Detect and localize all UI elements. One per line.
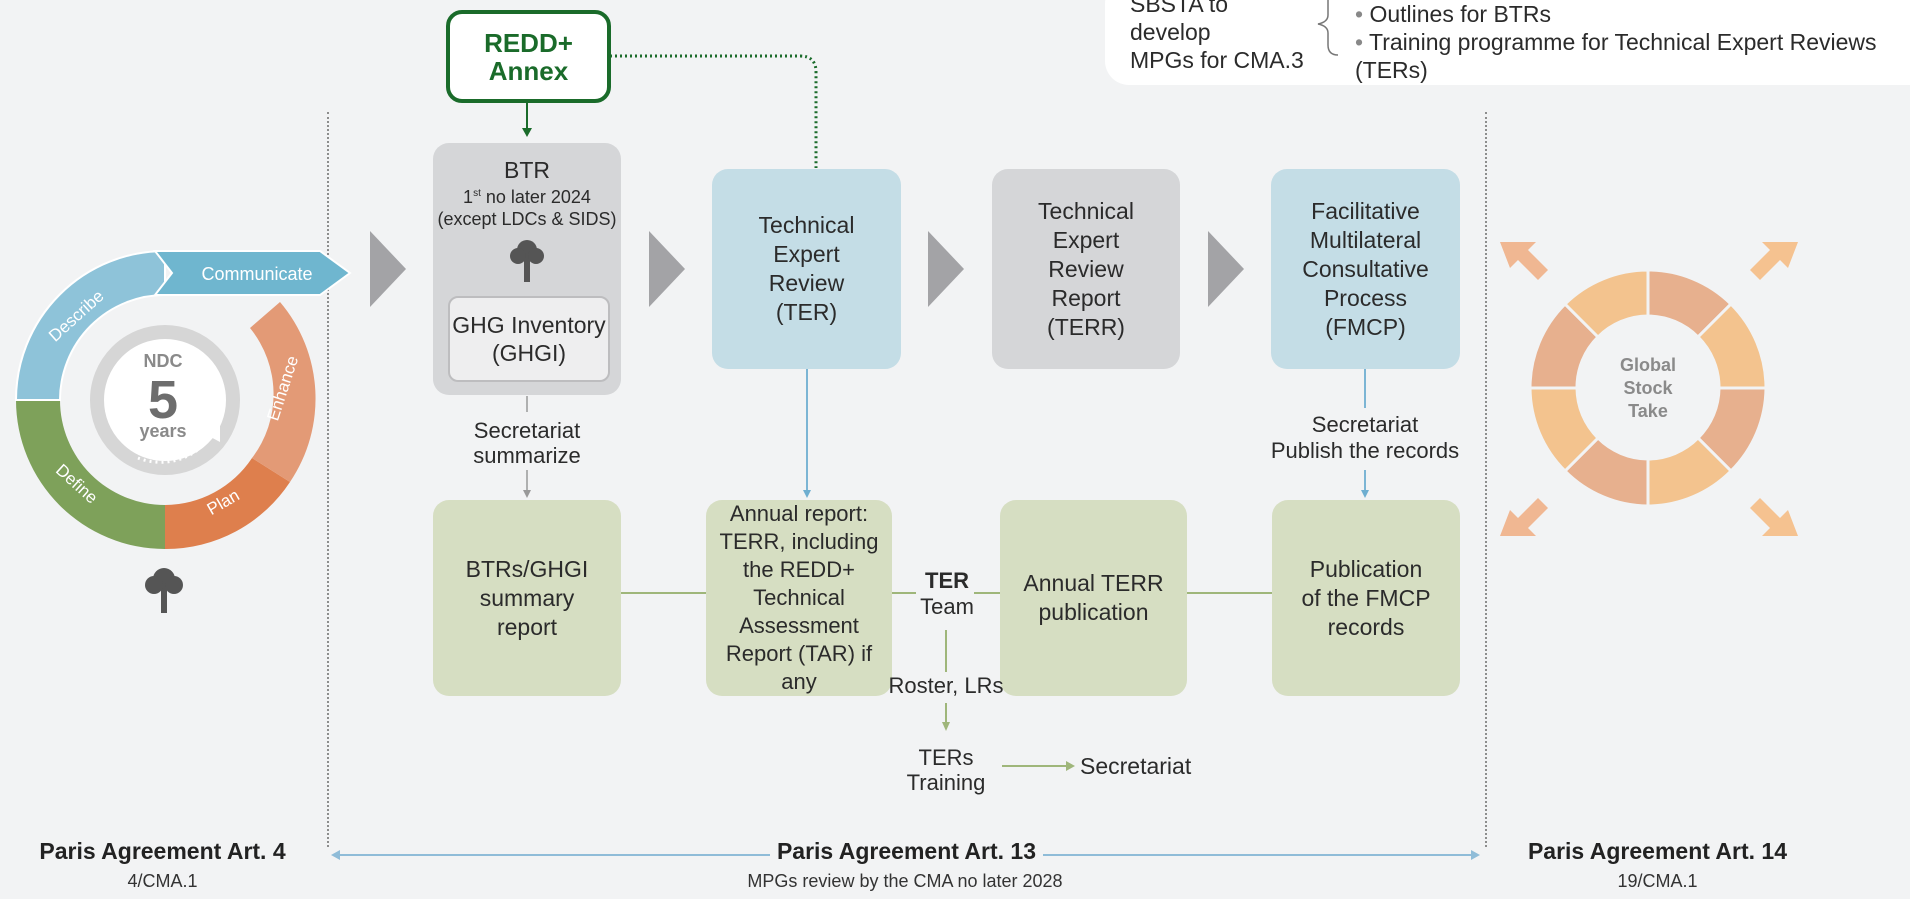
ghgi-line2: (GHGI) xyxy=(491,340,567,366)
redd-annex-line1: REDD+ xyxy=(484,27,573,58)
annual-report-line1: Annual report: xyxy=(729,501,869,526)
publication-fmcp-line2: of the FMCP xyxy=(1301,584,1431,611)
terr-box: Technical Expert Review Report (TERR) xyxy=(992,169,1180,369)
gst-line3: Take xyxy=(1628,401,1668,421)
ghgi-line1: GHG Inventory xyxy=(452,312,606,338)
process-arrow-3 xyxy=(928,231,964,307)
annual-terr-box: Annual TERR publication xyxy=(1000,500,1187,696)
annual-report-box: Annual report: TERR, including the REDD+… xyxy=(706,500,892,696)
art4-sub: 4/CMA.1 xyxy=(127,871,198,891)
fmcp-line2: Multilateral xyxy=(1309,226,1422,253)
terr-line4: Report xyxy=(1051,284,1121,311)
ters-training-label: TERs Training xyxy=(893,745,999,795)
secretariat-publish-label: Secretariat Publish the records xyxy=(1255,412,1475,464)
process-arrow-4 xyxy=(1208,231,1244,307)
btrs-summary-box: BTRs/GHGI summary report xyxy=(433,500,621,696)
arrow-bottom-right xyxy=(1750,498,1798,536)
separator-left xyxy=(327,112,329,847)
process-arrow-2 xyxy=(649,231,685,307)
ter-box: Technical Expert Review (TER) xyxy=(712,169,901,369)
puzzle-ring xyxy=(1528,268,1768,508)
ndc-unit: years xyxy=(139,421,186,441)
secretariat-publish-line1: Secretariat xyxy=(1311,412,1419,437)
annual-report-line6: Report (TAR) if any xyxy=(725,641,873,694)
art4-title: Paris Agreement Art. 4 xyxy=(39,838,286,864)
annual-report-line5: Assessment xyxy=(739,613,859,638)
ters-training-line1: TERs xyxy=(918,745,974,770)
annual-terr-line2: publication xyxy=(1038,599,1149,625)
art13-sub: MPGs review by the CMA no later 2028 xyxy=(747,871,1063,891)
bullet-training: • Training programme for Technical Exper… xyxy=(1355,29,1877,83)
btrs-summary-line1: BTRs/GHGI xyxy=(465,555,589,582)
bullet-outlines: • Outlines for BTRs xyxy=(1355,1,1551,27)
process-arrow-1 xyxy=(370,231,406,307)
annual-terr-line1: Annual TERR xyxy=(1023,570,1164,596)
secretariat-publish-line2: Publish the records xyxy=(1270,438,1460,463)
sbsta-note-line2: MPGs for CMA.3 xyxy=(1130,47,1304,73)
terr-line3: Review xyxy=(1048,255,1124,282)
ter-line3: Review xyxy=(768,270,845,296)
btr-title: BTR xyxy=(504,157,550,183)
annual-report-line2: TERR, including xyxy=(719,529,879,554)
btr-exception: (except LDCs & SIDS) xyxy=(437,209,617,229)
global-stocktake-diagram: Global Stock Take xyxy=(1500,242,1798,536)
art13-title: Paris Agreement Art. 13 xyxy=(770,838,1043,865)
btr-tree-icon xyxy=(510,240,544,282)
btr-deadline: 1st no later 2024 xyxy=(463,187,591,207)
btrs-summary-line2: summary xyxy=(479,584,575,611)
separator-right xyxy=(1485,112,1487,847)
segment-communicate: Communicate xyxy=(201,264,312,284)
terr-line1: Technical xyxy=(1038,197,1134,224)
ter-team-label: TER Team xyxy=(908,568,986,620)
fmcp-line3: Consultative xyxy=(1302,255,1429,282)
fmcp-box: Facilitative Multilateral Consultative P… xyxy=(1271,169,1460,369)
fmcp-line5: (FMCP) xyxy=(1325,313,1406,340)
ndc-number: 5 xyxy=(148,370,178,430)
art14-sub: 19/CMA.1 xyxy=(1617,871,1698,891)
gst-line1: Global xyxy=(1620,355,1676,375)
sbsta-note: SBSTA to develop MPGs for CMA.3 xyxy=(1130,0,1310,74)
secretariat-summarize-line1: Secretariat xyxy=(473,418,581,443)
ndc-cycle-diagram: Describe Communicate Enhance Plan Define… xyxy=(14,249,352,550)
arrow-top-right xyxy=(1750,242,1798,280)
fmcp-line1: Facilitative xyxy=(1311,197,1420,224)
terr-line5: (TERR) xyxy=(1047,313,1125,340)
arrow-top-left xyxy=(1500,242,1548,280)
sbsta-note-line1: SBSTA to develop xyxy=(1130,0,1229,45)
ter-line4: (TER) xyxy=(775,299,838,325)
publication-fmcp-line3: records xyxy=(1327,613,1405,640)
fmcp-line4: Process xyxy=(1323,284,1408,311)
training-secretariat-label: Secretariat xyxy=(1080,753,1192,779)
tree-icon xyxy=(145,568,183,613)
annual-report-line3: the REDD+ xyxy=(743,557,855,582)
redd-annex-line2: Annex xyxy=(488,55,569,86)
redd-annex-box: REDD+ Annex xyxy=(446,10,611,103)
btrs-summary-line3: report xyxy=(496,613,558,640)
publication-fmcp-box: Publication of the FMCP records xyxy=(1272,500,1460,696)
ter-line2: Expert xyxy=(773,241,840,267)
secretariat-summarize-label: Secretariat summarize xyxy=(447,418,607,468)
curly-brace xyxy=(1317,0,1339,56)
art14-title: Paris Agreement Art. 14 xyxy=(1527,838,1788,864)
annual-report-line4: Technical xyxy=(753,585,845,610)
publication-fmcp-line1: Publication xyxy=(1309,555,1423,582)
mpg-info-card xyxy=(1105,0,1910,85)
ter-team-rest: Team xyxy=(920,594,974,619)
terr-line2: Expert xyxy=(1052,226,1120,253)
mpg-bullets: • Outlines for BTRs • Training programme… xyxy=(1355,0,1910,84)
ters-training-line2: Training xyxy=(906,770,986,795)
arrow-bottom-left xyxy=(1500,498,1548,536)
gst-line2: Stock xyxy=(1623,378,1673,398)
ndc-label: NDC xyxy=(144,351,183,371)
ghgi-box: GHG Inventory (GHGI) xyxy=(448,296,610,382)
secretariat-summarize-line2: summarize xyxy=(473,443,581,468)
ter-line1: Technical xyxy=(758,212,855,238)
roster-label: Roster, LRs xyxy=(888,673,1004,698)
ter-team-bold: TER xyxy=(925,568,969,593)
